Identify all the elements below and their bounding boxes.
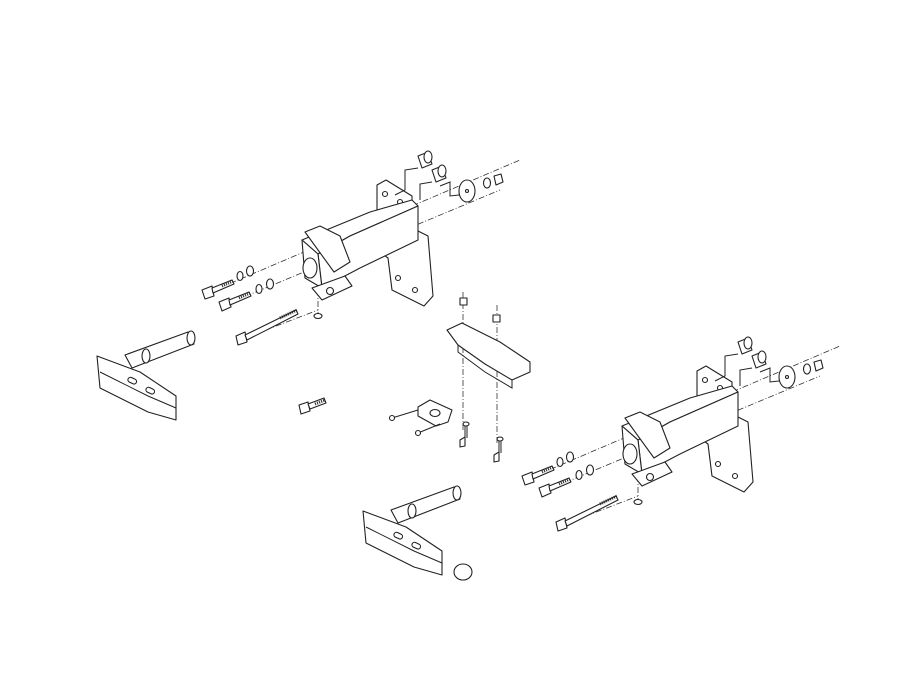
mount-assembly-left [200, 149, 522, 347]
spring-clip [453, 563, 473, 581]
hitch-pin-bracket-left [96, 330, 196, 421]
hitch-pin-bracket-right [362, 485, 473, 581]
gasket-plate [388, 399, 453, 437]
mount-assembly-right [520, 335, 842, 533]
loose-bolt [298, 397, 327, 415]
center-bracket [446, 292, 531, 463]
